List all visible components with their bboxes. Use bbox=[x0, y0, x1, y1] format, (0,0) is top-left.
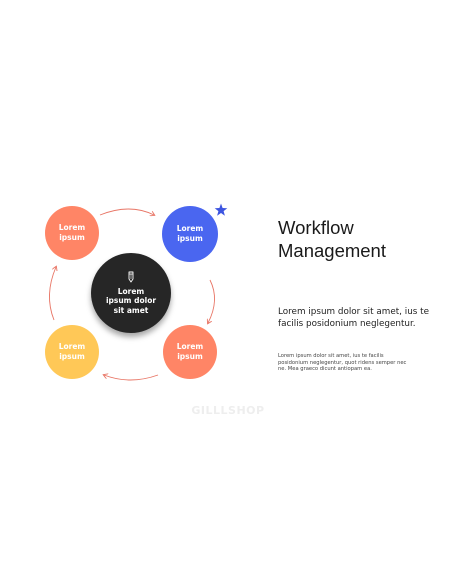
slide-title-line-2: Management bbox=[278, 240, 386, 261]
step-node-3: Lorem ipsum bbox=[163, 325, 217, 379]
step-node-2: Lorem ipsum bbox=[162, 206, 218, 262]
arrow-bottom bbox=[104, 375, 159, 381]
step-node-1: Lorem ipsum bbox=[45, 206, 99, 260]
workflow-diagram: Lorem ipsum Lorem ipsum Lorem ipsum Lore… bbox=[30, 195, 235, 395]
step-node-4-label: Lorem ipsum bbox=[58, 342, 86, 361]
arrow-top bbox=[99, 208, 154, 215]
center-hub-label: Lorem ipsum dolor sit amet bbox=[105, 286, 157, 315]
slide-title-line-1: Workflow bbox=[278, 217, 354, 238]
connector-arrows bbox=[49, 208, 215, 381]
pencil-icon bbox=[128, 271, 134, 283]
arrow-right bbox=[208, 279, 215, 323]
body-paragraph: Lorem ipsum dolor sit amet, ius te facil… bbox=[278, 307, 430, 329]
arrow-left bbox=[49, 267, 56, 321]
step-node-4: Lorem ipsum bbox=[45, 325, 99, 379]
slide-title: Workflow Management bbox=[278, 216, 448, 262]
star-icon bbox=[214, 203, 228, 216]
step-node-1-label: Lorem ipsum bbox=[58, 223, 86, 242]
center-hub: Lorem ipsum dolor sit amet bbox=[91, 253, 171, 333]
step-node-2-label: Lorem ipsum bbox=[176, 224, 204, 243]
watermark: GILLLSHOP bbox=[191, 404, 265, 417]
small-paragraph: Lorem ipsum dolor sit amet, ius te facil… bbox=[278, 353, 407, 372]
step-node-3-label: Lorem ipsum bbox=[176, 342, 204, 361]
